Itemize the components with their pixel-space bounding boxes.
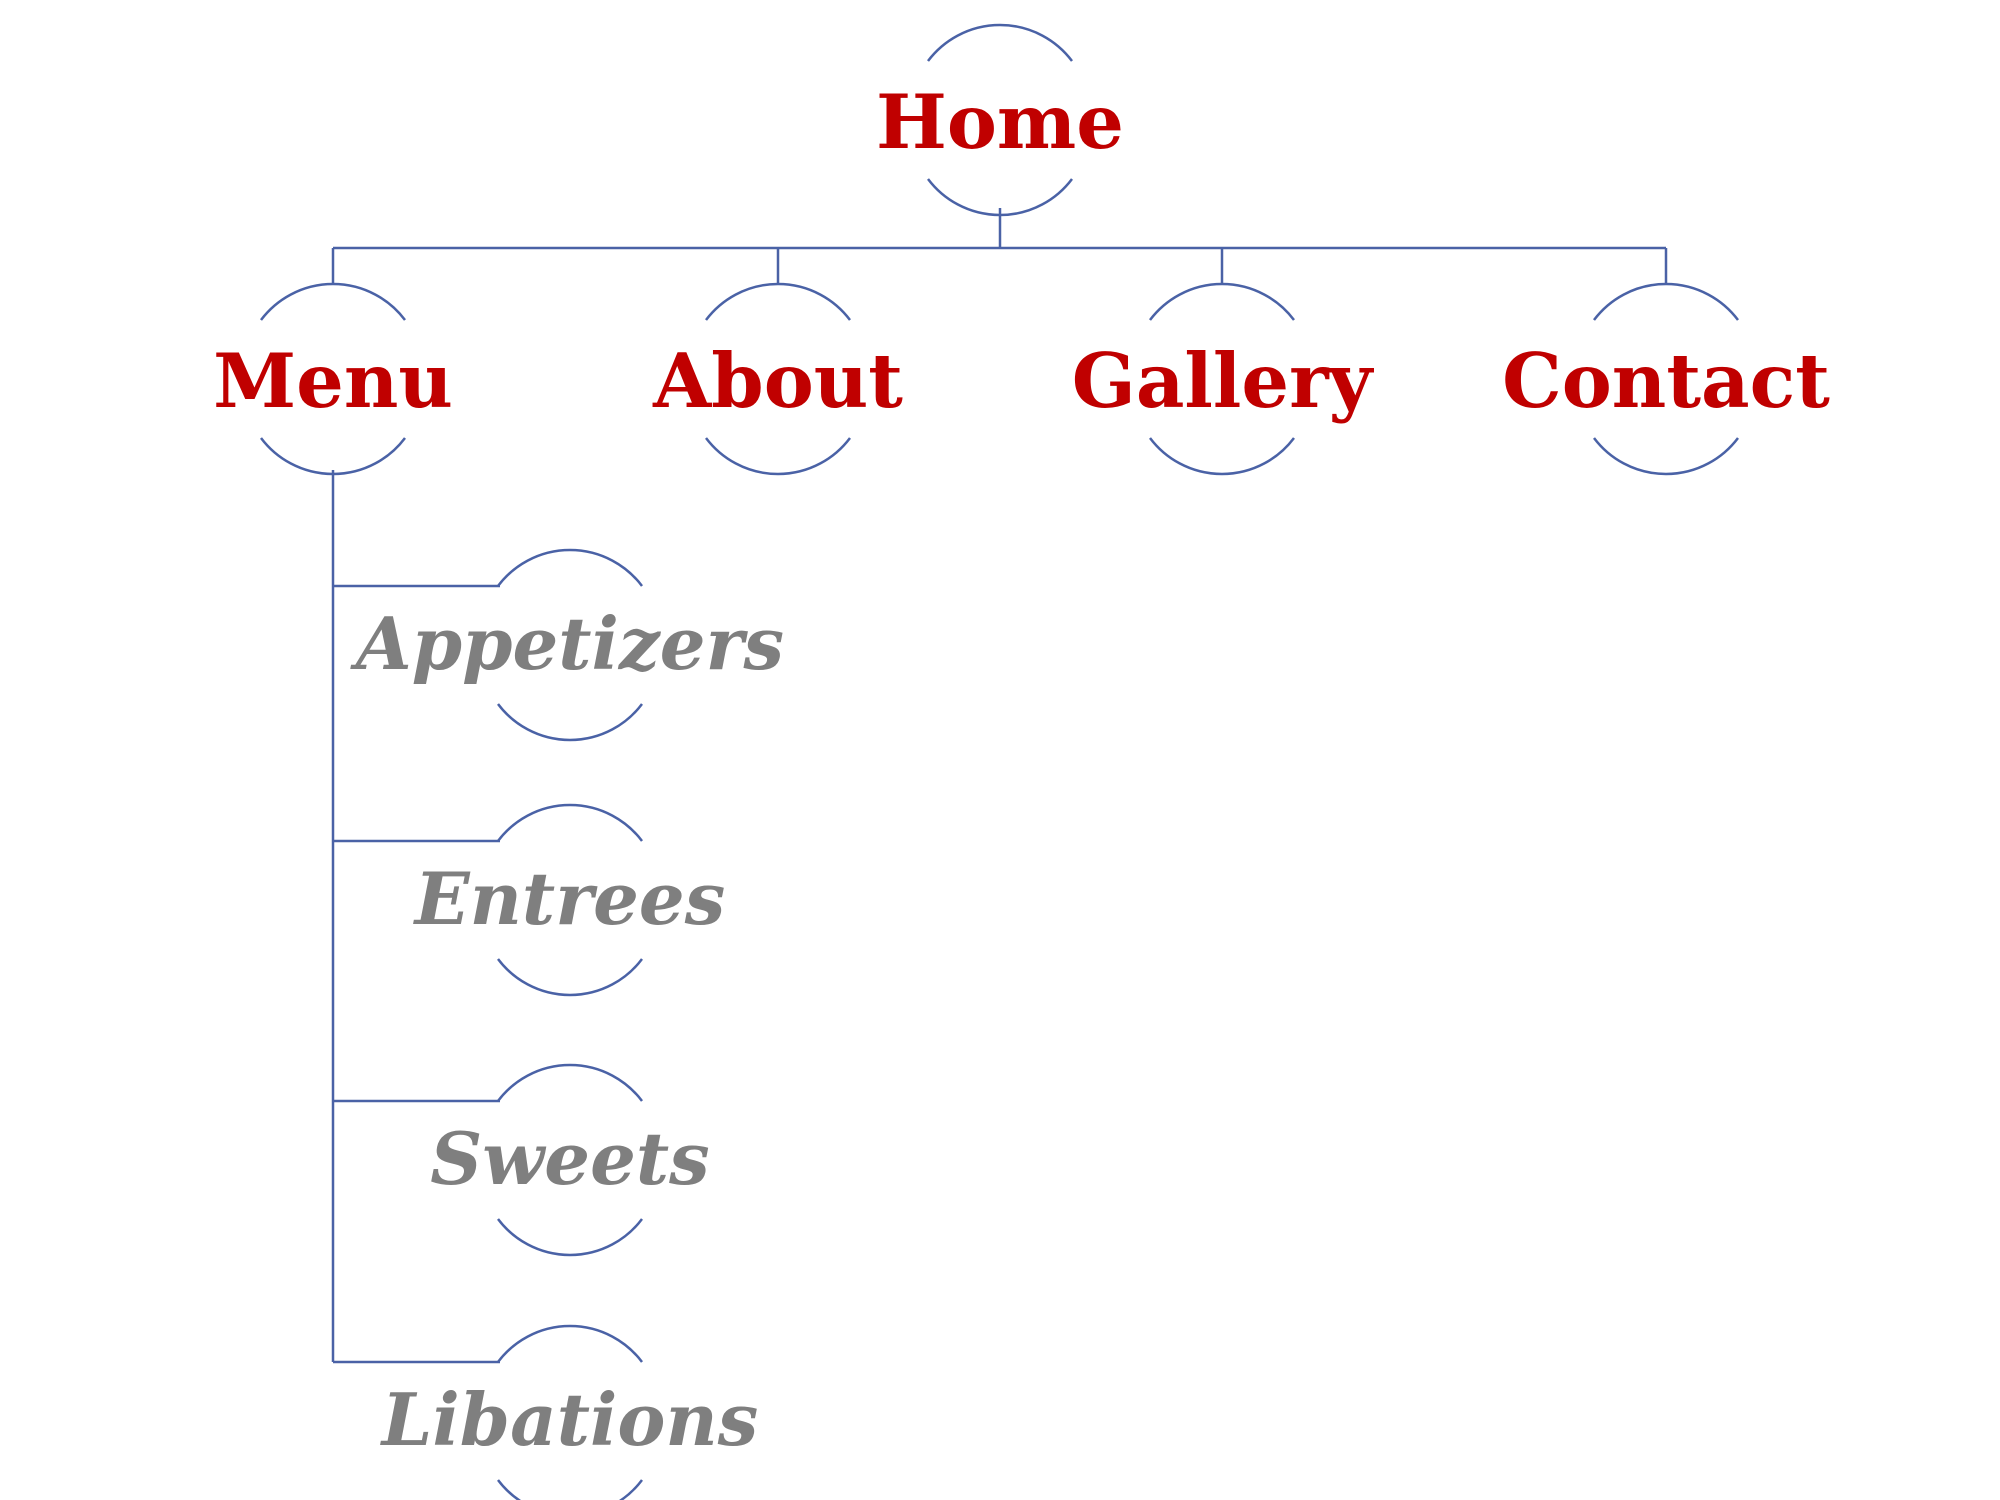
- node-label-sweets: Sweets: [430, 1116, 709, 1201]
- node-label-home: Home: [876, 78, 1124, 166]
- node-bottom-arc: [927, 178, 1073, 217]
- node-top-arc: [1149, 282, 1295, 321]
- node-bottom-arc: [1593, 437, 1739, 476]
- node-menu[interactable]: Menu: [213, 282, 453, 476]
- connectors: [331, 208, 1668, 1364]
- node-label-gallery: Gallery: [1072, 337, 1375, 425]
- node-bottom-arc: [497, 1218, 643, 1257]
- node-contact[interactable]: Contact: [1502, 282, 1830, 476]
- node-about[interactable]: About: [652, 282, 903, 476]
- node-top-arc: [705, 282, 851, 321]
- node-label-contact: Contact: [1502, 337, 1830, 425]
- node-bottom-arc: [497, 703, 643, 742]
- node-label-menu: Menu: [213, 337, 453, 425]
- node-entrees[interactable]: Entrees: [413, 803, 726, 997]
- node-label-entrees: Entrees: [413, 856, 726, 941]
- node-top-arc: [497, 1063, 643, 1102]
- node-bottom-arc: [497, 958, 643, 997]
- node-top-arc: [1593, 282, 1739, 321]
- node-bottom-arc: [705, 437, 851, 476]
- node-libations[interactable]: Libations: [380, 1324, 759, 1500]
- node-top-arc: [497, 1324, 643, 1363]
- node-bottom-arc: [497, 1479, 643, 1500]
- node-appetizers[interactable]: Appetizers: [350, 548, 784, 742]
- node-home[interactable]: Home: [876, 23, 1124, 217]
- node-bottom-arc: [1149, 437, 1295, 476]
- node-top-arc: [497, 548, 643, 587]
- node-sweets[interactable]: Sweets: [430, 1063, 710, 1257]
- node-top-arc: [927, 23, 1073, 62]
- node-label-libations: Libations: [380, 1377, 759, 1462]
- node-top-arc: [497, 803, 643, 842]
- node-bottom-arc: [260, 437, 406, 476]
- node-top-arc: [260, 282, 406, 321]
- node-label-appetizers: Appetizers: [350, 601, 784, 686]
- node-label-about: About: [652, 337, 903, 425]
- node-gallery[interactable]: Gallery: [1072, 282, 1375, 476]
